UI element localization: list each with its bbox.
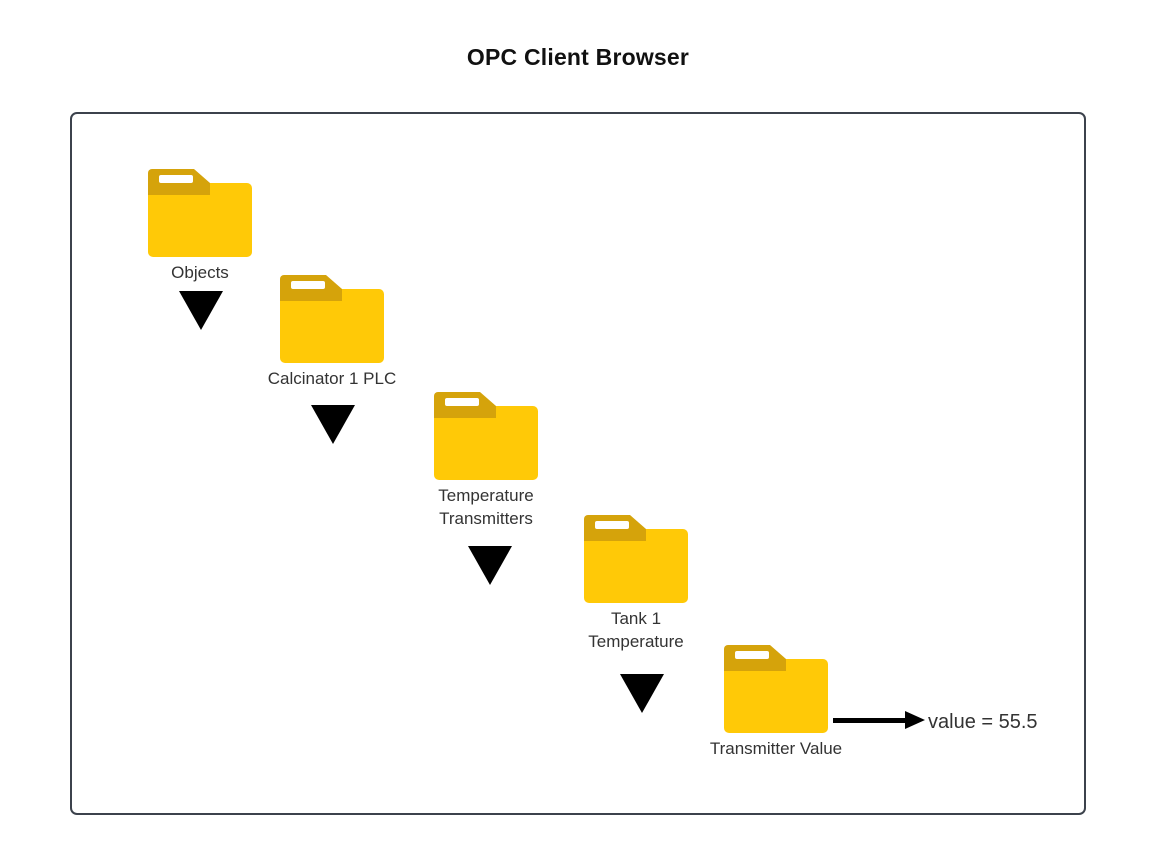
triangle-down-icon bbox=[311, 405, 355, 444]
tree-node-tank-1-temperature[interactable]: Tank 1 Temperature bbox=[584, 515, 726, 653]
tree-node-temperature-transmitters[interactable]: Temperature Transmitters bbox=[434, 392, 576, 530]
folder-slot bbox=[595, 521, 629, 529]
page-title: OPC Client Browser bbox=[466, 44, 690, 70]
folder-body bbox=[280, 289, 384, 363]
arrow-shaft bbox=[833, 718, 907, 723]
tree-node-transmitter-value[interactable]: Transmitter Value bbox=[710, 645, 866, 760]
triangle-down-icon bbox=[620, 674, 664, 713]
folder-slot bbox=[291, 281, 325, 289]
tree-node-objects[interactable]: Objects bbox=[148, 169, 252, 284]
folder-icon[interactable] bbox=[148, 169, 252, 257]
folder-icon[interactable] bbox=[584, 515, 688, 603]
folder-icon[interactable] bbox=[434, 392, 538, 480]
arrow-head bbox=[905, 711, 925, 729]
folder-slot bbox=[159, 175, 193, 183]
tree-node-label: Tank 1 Temperature bbox=[588, 609, 684, 651]
triangle-down-icon bbox=[179, 291, 223, 330]
diagram-frame: Objects Calcinator 1 PLC Temperature Tra… bbox=[70, 112, 1086, 815]
folder-body bbox=[148, 183, 252, 257]
tree-node-label: Temperature Transmitters bbox=[438, 486, 534, 528]
folder-icon[interactable] bbox=[724, 645, 828, 733]
value-annotation: value = 55.5 bbox=[928, 711, 1038, 733]
folder-icon[interactable] bbox=[280, 275, 384, 363]
folder-body bbox=[584, 529, 688, 603]
folder-body bbox=[434, 406, 538, 480]
tree-node-calcinator-1-plc[interactable]: Calcinator 1 PLC bbox=[268, 275, 422, 390]
tree-node-label: Transmitter Value bbox=[709, 739, 843, 758]
folder-body bbox=[724, 659, 828, 733]
tree-node-label: Objects bbox=[171, 263, 229, 282]
folder-slot bbox=[735, 651, 769, 659]
tree-node-label: Calcinator 1 PLC bbox=[267, 369, 397, 388]
triangle-down-icon bbox=[468, 546, 512, 585]
folder-slot bbox=[445, 398, 479, 406]
